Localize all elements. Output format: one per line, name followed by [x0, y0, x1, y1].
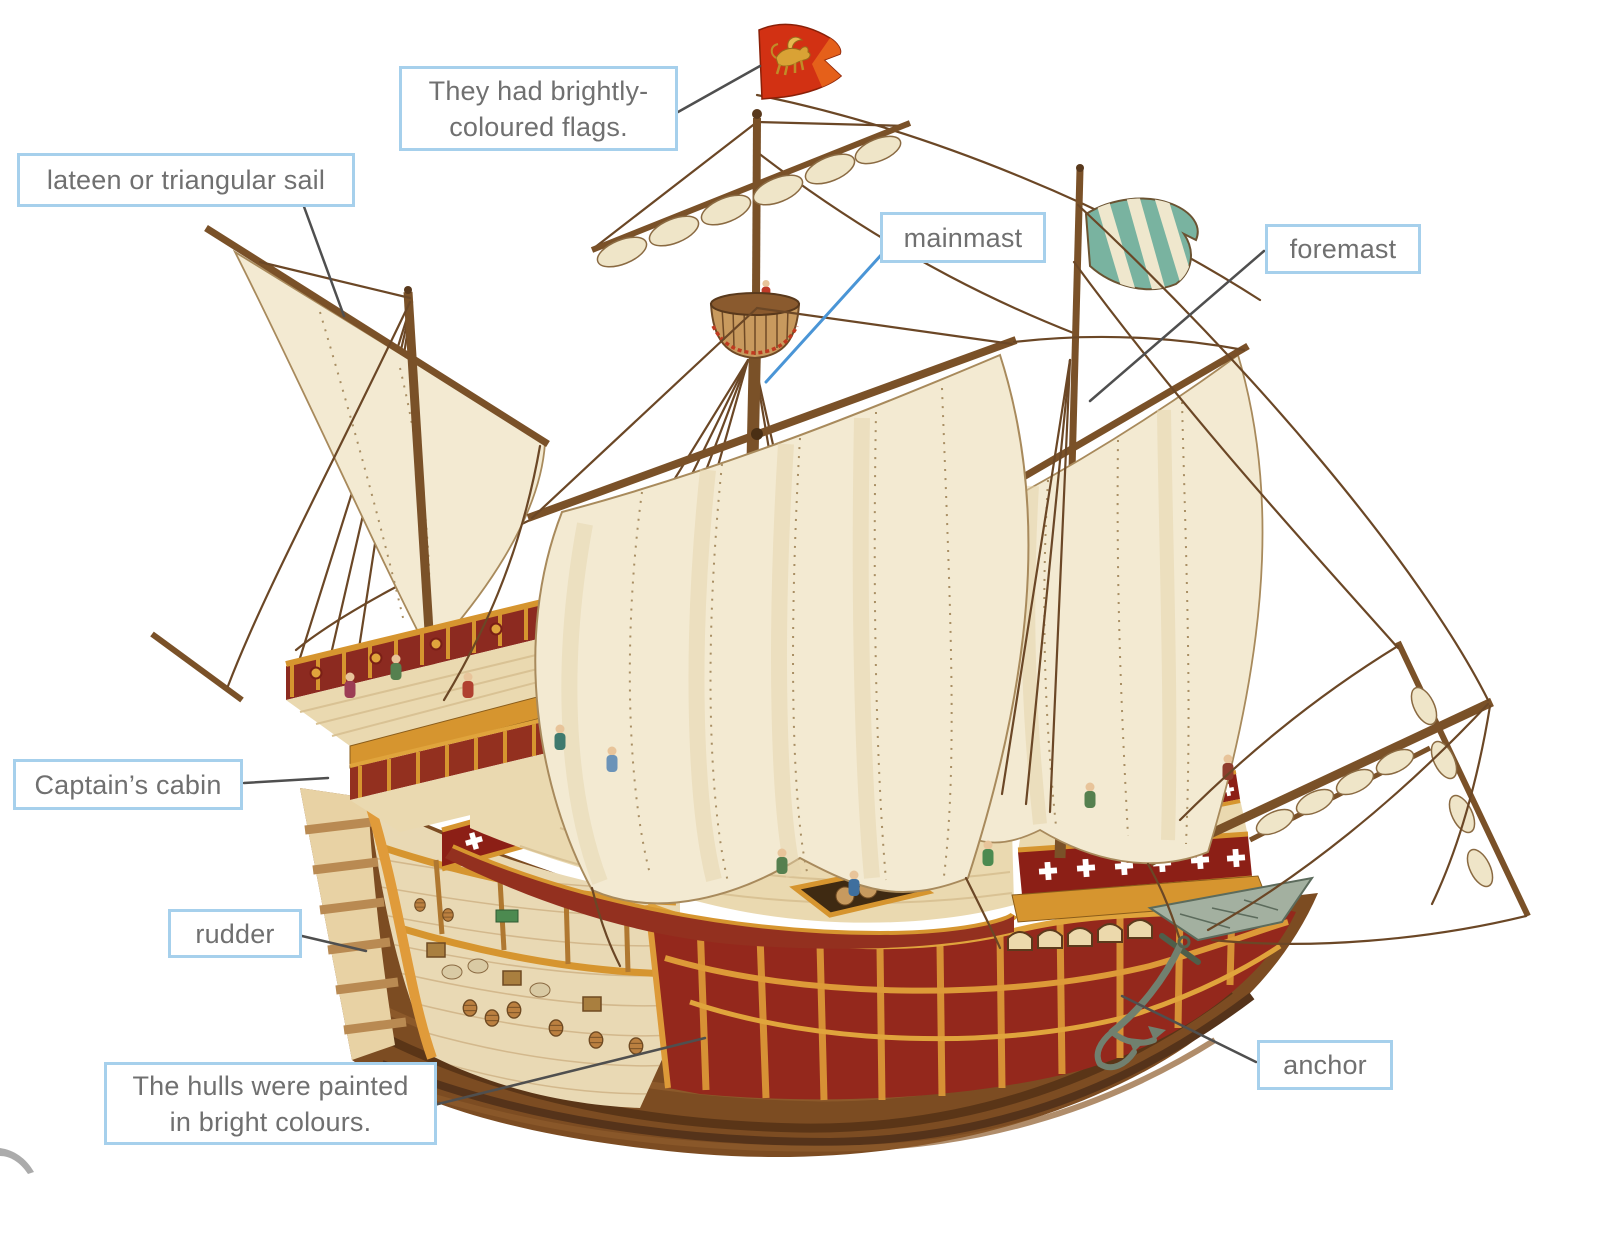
bow-windows	[1007, 919, 1153, 951]
label-lateen-sail: lateen or triangular sail	[17, 153, 355, 207]
cargo	[414, 898, 644, 1055]
leader-anchor	[1120, 994, 1258, 1064]
mainmast-top	[752, 117, 761, 301]
furled-topsail	[596, 135, 902, 268]
label-captains-cabin: Captain’s cabin	[13, 759, 243, 810]
leader-lateen-sail	[301, 202, 346, 318]
leader-hulls-note	[428, 1036, 707, 1108]
leader-foremast	[1088, 249, 1266, 403]
mainmast-flag	[758, 23, 843, 100]
label-foremast: foremast	[1265, 224, 1421, 274]
leader-captains-cabin	[242, 776, 330, 785]
foremast-flag	[1084, 197, 1199, 291]
leader-lines	[242, 64, 1266, 1108]
cutaway-interior	[368, 800, 680, 1108]
topsail-yard	[590, 120, 912, 253]
mainmast-group	[526, 23, 1030, 905]
label-flags-note: They had brightly- coloured flags.	[399, 66, 678, 151]
foremast	[1068, 169, 1084, 471]
hull	[300, 786, 1318, 1158]
main-yard	[526, 336, 1018, 522]
label-rudder: rudder	[168, 909, 302, 958]
page-curl-mark	[0, 1148, 34, 1174]
label-anchor: anchor	[1257, 1040, 1393, 1090]
rudder-post	[363, 796, 437, 1060]
beakhead	[1147, 876, 1315, 942]
lateen-yard	[204, 225, 550, 447]
sprit-yard	[1395, 640, 1531, 918]
leader-flags-note	[676, 64, 762, 114]
bow-spars	[1148, 640, 1531, 918]
lion-emblem	[770, 36, 811, 76]
leader-mainmast	[764, 252, 884, 384]
furled-spritsail	[1255, 748, 1415, 836]
rigging-front	[226, 203, 1528, 968]
anchor	[1094, 862, 1201, 1071]
label-mainmast: mainmast	[880, 212, 1046, 263]
stern-transom	[300, 788, 395, 1060]
leader-rudder	[300, 934, 368, 953]
label-hulls-note: The hulls were painted in bright colours…	[104, 1062, 437, 1145]
